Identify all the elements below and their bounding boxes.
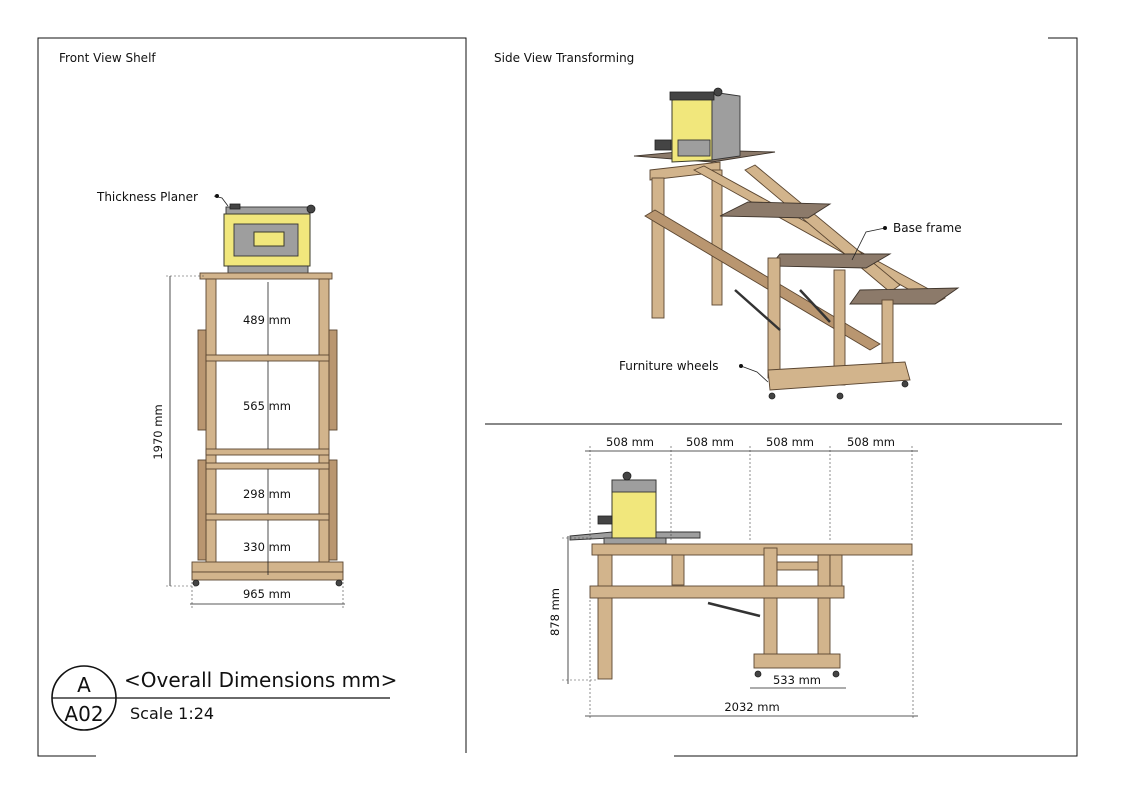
side-view-title: Side View Transforming	[494, 51, 634, 65]
dim-shelf-2: 565 mm	[243, 399, 291, 413]
drawing-scale: Scale 1:24	[130, 704, 214, 723]
dim-front-height: 1970 mm	[151, 404, 165, 459]
title-block	[51, 665, 390, 731]
dim-shelf-3: 298 mm	[243, 487, 291, 501]
title-circle-sheet: A02	[64, 702, 103, 726]
callout-thickness-planer: Thickness Planer	[96, 190, 198, 204]
callout-base-frame: Base frame	[893, 221, 962, 235]
front-view-title: Front View Shelf	[59, 51, 156, 65]
wheels-leader-dot	[739, 364, 743, 368]
callout-furniture-wheels: Furniture wheels	[619, 359, 718, 373]
dim-front-width: 965 mm	[243, 587, 291, 601]
base-frame-leader-dot	[883, 226, 887, 230]
iso-transforming-drawing	[633, 87, 960, 400]
dim-overall-length: 2032 mm	[724, 700, 779, 714]
dim-side-height: 878 mm	[548, 588, 562, 636]
planer-leader-dot	[215, 194, 219, 198]
drawing-title: <Overall Dimensions mm>	[124, 668, 397, 692]
dim-shelf-4: 330 mm	[243, 540, 291, 554]
title-circle-letter: A	[77, 673, 91, 697]
front-thickness-planer	[223, 203, 316, 274]
dim-segment-3: 508 mm	[766, 435, 814, 449]
dim-shelf-1: 489 mm	[243, 313, 291, 327]
dim-segment-4: 508 mm	[847, 435, 895, 449]
dim-base-width: 533 mm	[773, 673, 821, 687]
dim-segment-1: 508 mm	[606, 435, 654, 449]
sheet-frames	[37, 37, 1078, 757]
front-shelf-drawing	[166, 195, 345, 609]
dim-segment-2: 508 mm	[686, 435, 734, 449]
side-elevation-drawing	[562, 446, 918, 720]
